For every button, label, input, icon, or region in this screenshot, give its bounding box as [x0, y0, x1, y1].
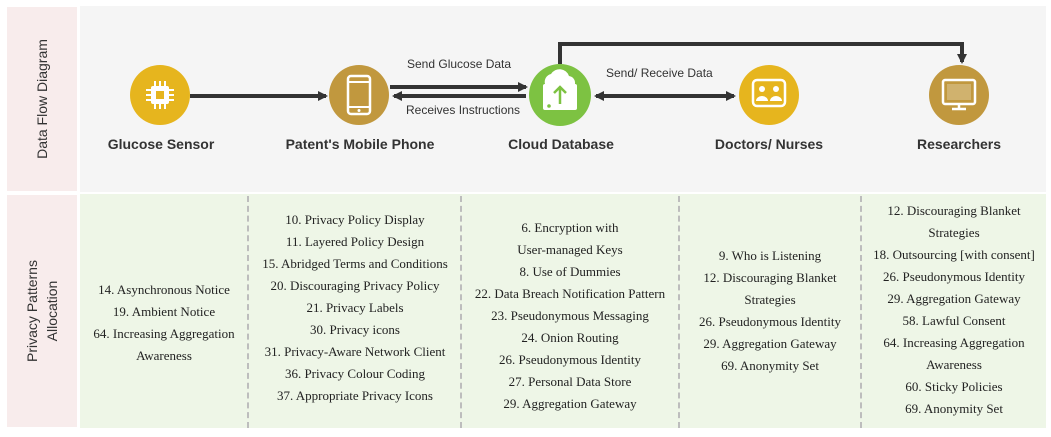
pattern-item: 12. Discouraging Blanket [703, 270, 837, 285]
pattern-item: 20. Discouraging Privacy Policy [270, 278, 440, 293]
node-mobile-phone [329, 65, 389, 125]
privacy-patterns-lane [80, 194, 1046, 428]
pattern-item: Strategies [744, 292, 796, 307]
phone-icon [346, 74, 372, 116]
pattern-item: 6. Encryption with [521, 220, 619, 235]
edge-label-receives-instructions: Receives Instructions [406, 103, 521, 117]
patterns-column-doctors-nurses: 9. Who is Listening 12. Discouraging Bla… [681, 245, 859, 377]
node-glucose-sensor [130, 65, 190, 125]
monitor-icon [941, 78, 977, 111]
pattern-item: 64. Increasing Aggregation [93, 326, 235, 341]
pattern-item: 11. Layered Policy Design [285, 234, 425, 249]
pattern-item: 60. Sticky Policies [905, 379, 1003, 394]
node-cloud-database [529, 64, 591, 126]
patterns-column-glucose-sensor: 14. Asynchronous Notice 19. Ambient Noti… [82, 279, 246, 367]
column-separator [678, 196, 680, 428]
cloud-upload-icon [543, 69, 577, 110]
column-separator [860, 196, 862, 428]
pattern-item: 27. Personal Data Store [508, 374, 632, 389]
pattern-item: 58. Lawful Consent [902, 313, 1006, 328]
pattern-item: 15. Abridged Terms and Conditions [262, 256, 448, 271]
chip-icon [146, 81, 174, 109]
patterns-column-mobile-phone: 10. Privacy Policy Display 11. Layered P… [250, 209, 460, 407]
pattern-item: 23. Pseudonymous Messaging [491, 308, 649, 323]
pattern-item: 19. Ambient Notice [112, 304, 216, 319]
patterns-column-researchers: 12. Discouraging Blanket Strategies 18. … [862, 200, 1046, 420]
edge-label-send-receive-data: Send/ Receive Data [606, 66, 713, 80]
pattern-item: 9. Who is Listening [718, 248, 822, 263]
pattern-item: 31. Privacy-Aware Network Client [264, 344, 446, 359]
pattern-item: Awareness [136, 348, 192, 363]
pattern-item: 26. Pseudonymous Identity [883, 269, 1025, 284]
patterns-column-cloud-database: 6. Encryption with User-managed Keys 8. … [463, 217, 677, 415]
pattern-item: 69. Anonymity Set [905, 401, 1003, 416]
pattern-item: User-managed Keys [517, 242, 623, 257]
pattern-item: 8. Use of Dummies [519, 264, 621, 279]
pattern-item: 21. Privacy Labels [306, 300, 404, 315]
pattern-item: 10. Privacy Policy Display [285, 212, 425, 227]
pattern-item: 26. Pseudonymous Identity [699, 314, 841, 329]
pattern-item: 29. Aggregation Gateway [503, 396, 637, 411]
pattern-item: 18. Outsourcing [with consent] [873, 247, 1035, 262]
lane-label-data-flow: Data Flow Diagram [6, 6, 78, 192]
column-separator [247, 196, 249, 428]
node-researchers [929, 65, 989, 125]
node-label-mobile-phone: Patent's Mobile Phone [285, 136, 435, 152]
node-doctors-nurses [739, 65, 799, 125]
node-label-doctors-nurses: Doctors/ Nurses [714, 136, 824, 152]
pattern-item: 29. Aggregation Gateway [703, 336, 837, 351]
lane-label-privacy-patterns: Privacy Patterns Allocation [6, 194, 78, 428]
edge-label-send-glucose-data: Send Glucose Data [407, 57, 512, 71]
node-label-researchers: Researchers [916, 136, 1002, 152]
pattern-item: 22. Data Breach Notification Pattern [474, 286, 666, 301]
pattern-item: 37. Appropriate Privacy Icons [277, 388, 433, 403]
pattern-item: 30. Privacy icons [310, 322, 400, 337]
pattern-item: 26. Pseudonymous Identity [499, 352, 641, 367]
pattern-item: 69. Anonymity Set [721, 358, 819, 373]
node-label-glucose-sensor: Glucose Sensor [107, 136, 215, 152]
node-label-cloud-database: Cloud Database [508, 136, 614, 152]
pattern-item: 64. Increasing Aggregation [883, 335, 1025, 350]
pattern-item: 12. Discouraging Blanket [887, 203, 1021, 218]
edge-cloud-to-researchers [558, 42, 967, 64]
pattern-item: 24. Onion Routing [521, 330, 619, 345]
pattern-item: 36. Privacy Colour Coding [284, 366, 426, 381]
pattern-item: Strategies [928, 225, 980, 240]
column-separator [460, 196, 462, 428]
pattern-item: Awareness [926, 357, 982, 372]
doctors-icon [751, 78, 787, 108]
pattern-item: 29. Aggregation Gateway [887, 291, 1021, 306]
pattern-item: 14. Asynchronous Notice [98, 282, 230, 297]
